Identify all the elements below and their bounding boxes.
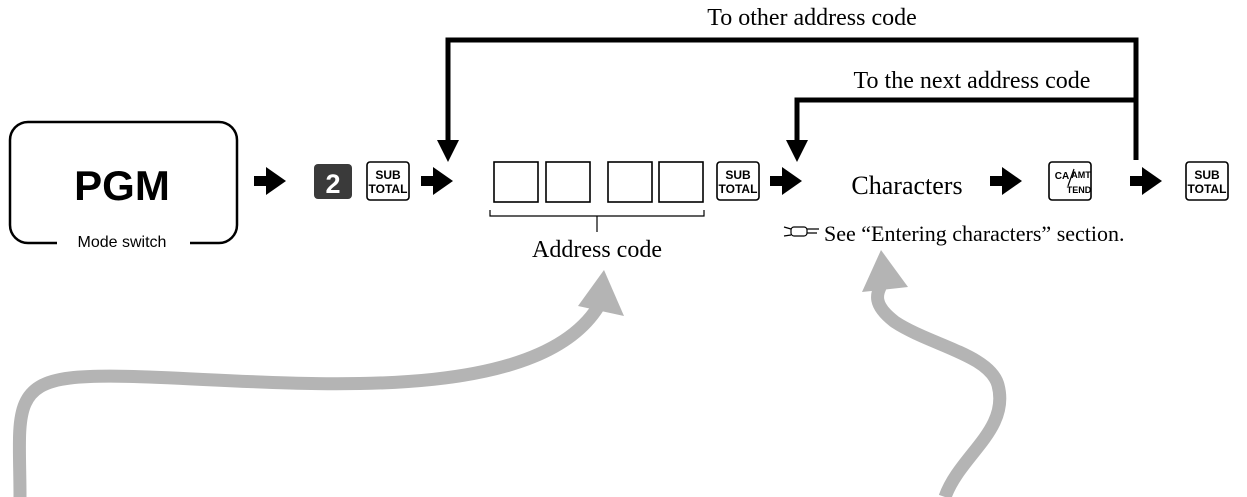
flow-arrow-2-shaft	[421, 176, 435, 186]
address-code-boxes	[493, 161, 704, 203]
flow-arrow-1	[254, 167, 286, 195]
number-2-key: 2	[314, 164, 352, 199]
mode-switch-label: Mode switch	[78, 234, 167, 251]
subtotal-key-3-top: SUB	[1194, 168, 1220, 182]
flow-arrows	[254, 37, 1162, 195]
reference-note: See “Entering characters” section.	[783, 221, 1125, 246]
flow-arrow-3-shaft	[770, 176, 784, 186]
subtotal-key-2: SUB TOTAL	[716, 161, 760, 201]
flow-arrow-5-head	[1142, 167, 1162, 195]
subtotal-key-3: SUB TOTAL	[1185, 161, 1229, 201]
address-code-label: Address code	[532, 237, 662, 263]
subtotal-key-1-top: SUB	[375, 168, 401, 182]
reference-text: See “Entering characters” section.	[824, 221, 1125, 246]
subtotal-key-1: SUB TOTAL	[366, 161, 410, 201]
tend-key-label: TEND	[1067, 185, 1092, 195]
address-code-bracket	[489, 210, 705, 232]
mode-switch-box: PGM Mode switch	[8, 120, 239, 254]
ca-key-label: CA	[1055, 171, 1069, 182]
callout-arrow-address	[12, 303, 604, 497]
characters-label: Characters	[851, 171, 962, 200]
ca-amt-tend-key: CA AMT TEND	[1048, 161, 1092, 201]
flow-arrow-5	[1130, 167, 1162, 195]
number-2-key-label: 2	[325, 169, 340, 199]
address-digit-box	[545, 161, 591, 203]
address-digit-box	[493, 161, 539, 203]
subtotal-key-2-bottom: TOTAL	[719, 182, 758, 196]
loop-other-label: To other address code	[707, 5, 917, 31]
callout-arrows	[12, 250, 1007, 497]
loop-other-arrowhead	[437, 140, 459, 162]
subtotal-key-3-bottom: TOTAL	[1188, 182, 1227, 196]
subtotal-key-1-bottom: TOTAL	[369, 182, 408, 196]
flow-arrow-3-head	[782, 167, 802, 195]
amt-key-label: AMT	[1071, 170, 1091, 180]
flow-arrow-4	[990, 167, 1022, 195]
flow-arrow-2	[421, 167, 453, 195]
flow-arrow-4-head	[1002, 167, 1022, 195]
pointing-hand-icon	[783, 226, 819, 237]
callout-arrowhead-address	[578, 270, 624, 316]
loop-next-label: To the next address code	[854, 68, 1091, 94]
flow-arrow-3	[770, 167, 802, 195]
flow-arrow-1-head	[266, 167, 286, 195]
flow-arrow-2-head	[433, 167, 453, 195]
callout-arrowhead-characters	[862, 250, 908, 292]
flow-arrow-1-shaft	[254, 176, 268, 186]
callout-arrow-characters	[871, 280, 1007, 497]
mode-label: PGM	[74, 162, 170, 209]
address-digit-box	[658, 161, 704, 203]
address-digit-box	[607, 161, 653, 203]
subtotal-key-2-top: SUB	[725, 168, 751, 182]
flow-arrow-5-shaft	[1130, 176, 1144, 186]
flow-arrow-4-shaft	[990, 176, 1004, 186]
loop-next-arrowhead	[786, 140, 808, 162]
loop-next-line	[794, 97, 1136, 155]
